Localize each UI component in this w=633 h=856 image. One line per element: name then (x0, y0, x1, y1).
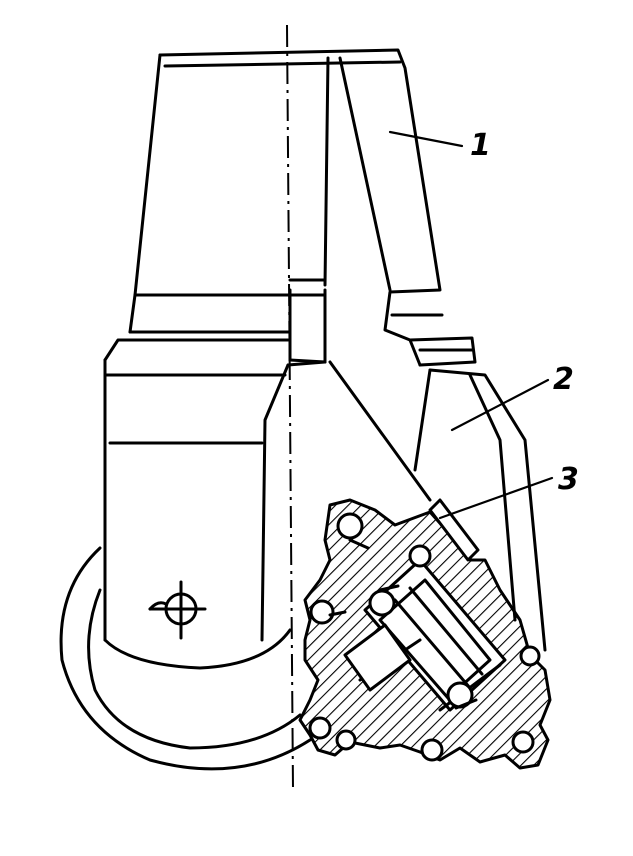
seal-insert (428, 498, 480, 562)
center-axis (286, 24, 294, 791)
leader-lines (388, 130, 554, 520)
shank (128, 48, 444, 367)
plug-symbol (148, 580, 207, 640)
cone-section (298, 498, 552, 770)
callout-2: 2 (553, 362, 574, 397)
leg-body (103, 336, 547, 652)
leg-paw (59, 546, 312, 771)
callout-3: 3 (558, 462, 579, 497)
callout-1: 1 (470, 128, 491, 163)
